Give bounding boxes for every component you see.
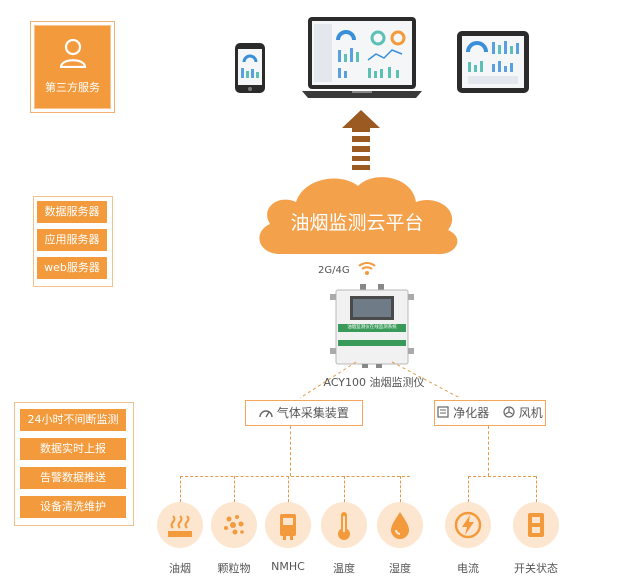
sensor-oil-circle [157, 502, 203, 548]
cloud-platform-label: 油烟监测云平台 [290, 212, 424, 234]
network-label: 2G/4G [318, 265, 350, 276]
nmhc-icon [280, 514, 296, 540]
gauge-icon [259, 402, 273, 426]
fan-label: 风机 [518, 406, 543, 420]
drop-particle [234, 476, 235, 502]
third-party-label: 第三方服务 [45, 81, 100, 94]
server-web: web服务器 [37, 257, 107, 279]
sensor-temp-label: 温度 [333, 562, 355, 575]
wifi-icon [358, 262, 376, 275]
sensor-current-circle [445, 502, 491, 548]
purifier-stem [488, 426, 489, 476]
cloud-icon [259, 177, 458, 255]
purifier-icon [437, 402, 449, 426]
fan-icon [503, 402, 515, 426]
sensor-particle-circle [211, 502, 257, 548]
sensor-bus-right [468, 476, 536, 477]
tablet-icon [457, 31, 529, 93]
user-icon [59, 38, 87, 68]
sensor-current-label: 电流 [457, 562, 479, 575]
oil-smoke-icon [168, 515, 192, 537]
server-list [33, 196, 113, 287]
gas-collector-box: 气体采集装置 [245, 400, 363, 426]
drop-switch [536, 476, 537, 502]
current-icon [454, 511, 482, 539]
drop-current [468, 476, 469, 502]
monitor-device-icon [330, 284, 414, 368]
device-label: ACY100 油烟监测仪 [323, 376, 425, 389]
upload-arrow-icon [342, 110, 380, 170]
third-party-service-box: 第三方服务 [34, 25, 111, 109]
particle-icon [224, 515, 244, 535]
switch-icon [528, 513, 544, 537]
purifier-label: 净化器 [453, 406, 490, 420]
drop-temp [344, 476, 345, 502]
sensor-humidity-label: 湿度 [389, 562, 411, 575]
sensor-particle-label: 颗粒物 [217, 562, 251, 575]
thermometer-icon [338, 512, 350, 540]
server-app: 应用服务器 [37, 229, 107, 251]
phone-icon [235, 43, 265, 93]
sensor-switch-label: 开关状态 [514, 562, 558, 575]
server-data: 数据服务器 [37, 201, 107, 223]
sensor-temp-circle [321, 502, 367, 548]
sensor-bus-left [180, 476, 410, 477]
purifier-fan-box: 净化器 风机 [434, 400, 546, 426]
sensor-nmhc-label: NMHC [271, 560, 305, 573]
feature-alarm-push: 告警数据推送 [20, 467, 126, 489]
feature-realtime-report: 数据实时上报 [20, 438, 126, 460]
feature-list [14, 402, 134, 526]
humidity-icon [391, 512, 409, 539]
sensor-oil-label: 油烟 [169, 562, 191, 575]
sensor-nmhc-circle [265, 502, 311, 548]
feature-monitoring: 24小时不间断监测 [20, 409, 126, 431]
drop-oil [180, 476, 181, 502]
device-screen-text: 油烟监测仪在线监测系统 [347, 325, 397, 330]
sensor-humidity-circle [377, 502, 423, 548]
collector-stem [290, 426, 291, 476]
drop-nmhc [288, 476, 289, 502]
drop-humidity [400, 476, 401, 502]
feature-maintenance: 设备清洗维护 [20, 496, 126, 518]
sensor-switch-circle [513, 502, 559, 548]
laptop-icon [302, 17, 422, 98]
gas-collector-label: 气体采集装置 [276, 406, 349, 420]
